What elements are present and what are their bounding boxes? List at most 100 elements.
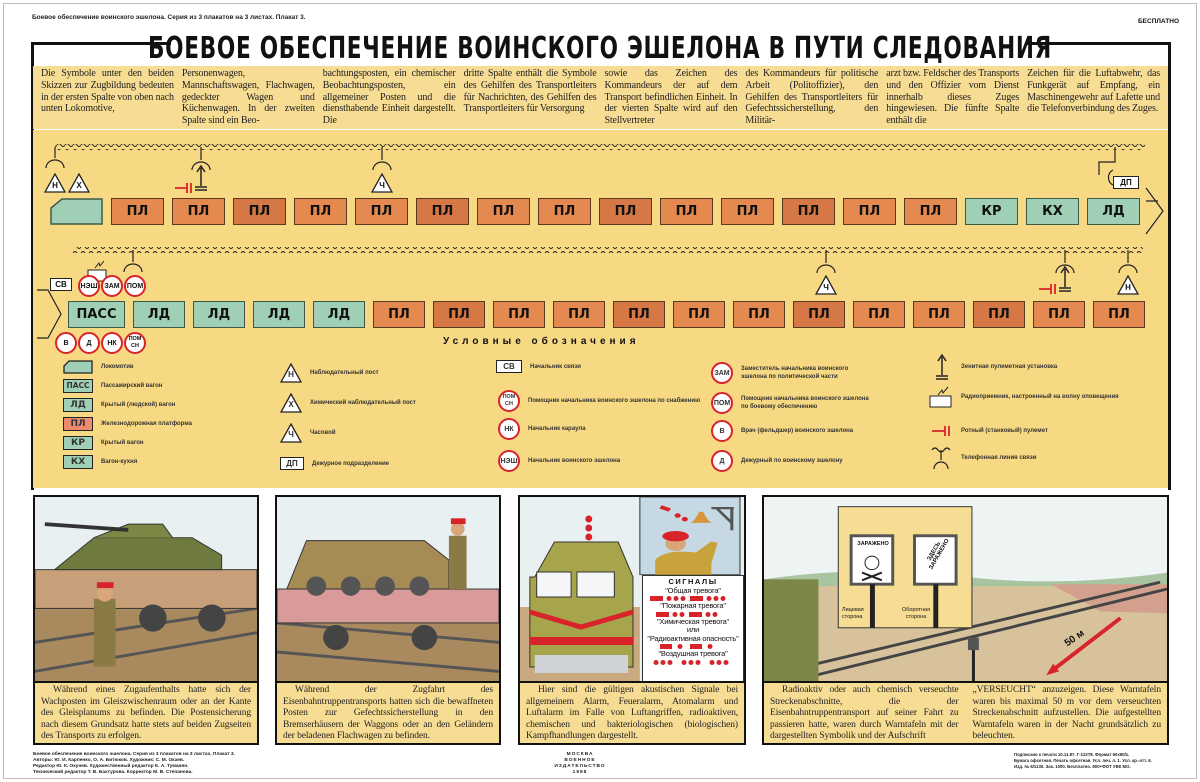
diagram-lines: [37, 144, 1164, 339]
signal-name: "Радиоактивная опасность": [647, 633, 739, 643]
footer-line: ВОЕННОЕ ИЗДАТЕЛЬСТВО: [554, 758, 606, 769]
legend-text: Начальник воинского эшелона: [528, 458, 621, 464]
legend-text: Телефонная линия связи: [961, 455, 1037, 461]
radio-receiver-icon: [929, 386, 952, 408]
footer-line: Боевое обеспечение воинского эшелона. Се…: [33, 752, 235, 757]
legend-item: ПОМ СН Помощник начальника воинского эшел…: [498, 390, 700, 412]
machine-gun-icon: [1039, 284, 1056, 294]
legend-code: ПАСС: [63, 379, 93, 393]
illustration-apc-on-flatcar: [277, 497, 499, 683]
doctor-badge: В: [55, 332, 77, 354]
train-car-platform: ПЛ: [660, 198, 713, 225]
signals-title: СИГНАЛЫ: [668, 577, 718, 586]
intro-column: dritte Spalte enthält die Symbole des Ge…: [463, 68, 597, 115]
guard-chief-badge: НК: [101, 332, 123, 354]
train-car-covered: ЛД: [193, 301, 245, 328]
footer-line: Изд. № 6/1130. Зак. 1000. Бесплатно. 800…: [1014, 764, 1131, 769]
panel-alarm-signals: СИГНАЛЫ "Общая тревога" "Пожарная тревог…: [518, 495, 746, 745]
frame-line-right-vertical: [1168, 42, 1171, 490]
train-car-platform: ПЛ: [1093, 301, 1145, 328]
footer-line: Подписано к печати 10.11.87. Г-12278. Фо…: [1014, 752, 1130, 757]
legend-text: Помощник начальника воинского эшелона по…: [528, 398, 701, 404]
bell-scene: [639, 497, 741, 576]
signals-card: СИГНАЛЫ "Общая тревога" "Пожарная тревог…: [642, 575, 744, 683]
caption-right: „VERSEUCHT“ anzuzeigen. Diese Warntafeln…: [972, 685, 1162, 741]
phone-tap-icon: [1098, 147, 1116, 186]
train-car-covered: КХ: [1026, 198, 1079, 225]
machine-gun-icon: [932, 426, 950, 436]
train-car-platform: ПЛ: [294, 198, 347, 225]
train-car-platform: ПЛ: [599, 198, 652, 225]
phone-line-row2: [73, 247, 1143, 253]
legend-item: Радиоприемник, настроенный на волну опов…: [929, 386, 1119, 408]
legend-code: ЛД: [63, 398, 93, 412]
illustration-locomotive-and-bell: [520, 497, 744, 683]
legend-text: Начальник связи: [530, 363, 581, 370]
label-line: сторона: [905, 614, 927, 620]
legend-text: Начальник караула: [528, 426, 586, 432]
panel-caption: Radioaktiv oder auch chemisch verseuchte…: [764, 681, 1167, 743]
legend-text: Помощник начальника воинского эшелона по…: [741, 396, 869, 410]
panel-caption: Während der Zugfahrt des Eisenbahntruppe…: [277, 681, 499, 743]
legend-text: Врач (фельдшер) воинского эшелона: [741, 428, 854, 434]
frame-line-left-vertical: [31, 42, 34, 490]
train-car-covered: ПАСС: [68, 301, 125, 328]
machine-gun-icon: [175, 183, 192, 193]
signal-name: "Общая тревога": [665, 585, 721, 595]
aa-machine-gun-icon: [936, 354, 948, 380]
intro-column: arzt bzw. Feldscher des Transports und d…: [886, 68, 1020, 127]
series-line: Боевое обеспечение воинского эшелона. Се…: [32, 14, 306, 21]
legend-item: ПАСС Пассажирский вагон: [63, 379, 162, 393]
legend-text: Радиоприемник, настроенный на волну опов…: [961, 394, 1119, 400]
phone-line-row1: [55, 144, 1145, 150]
legend-text: Крытый вагон: [101, 440, 144, 446]
poster-frame: [3, 3, 1197, 779]
train-car-platform: ПЛ: [733, 301, 785, 328]
poster-title: БОЕВОЕ ОБЕСПЕЧЕНИЕ ВОИНСКОГО ЭШЕЛОНА В П…: [147, 31, 1053, 66]
footer-credits: Боевое обеспечение воинского эшелона. Се…: [33, 752, 235, 776]
signal-pattern: [656, 611, 718, 617]
phone-tap-icon: [1118, 250, 1138, 274]
legend-text: Пассажирский вагон: [101, 383, 163, 389]
train-car-platform: ПЛ: [673, 301, 725, 328]
train-car-platform: ПЛ: [416, 198, 469, 225]
signal-pattern: [653, 659, 729, 665]
legend-text: Ротный (станковый) пулемет: [961, 428, 1048, 434]
symbol-label: Ч: [288, 430, 294, 439]
telephone-line-icon: [931, 447, 951, 470]
triangle-icon: Н: [279, 362, 303, 383]
signal-pattern: [650, 596, 726, 601]
footer-publisher: МОСКВА ВОЕННОЕ ИЗДАТЕЛЬСТВО 1988: [540, 752, 620, 776]
train-car-covered: КР: [965, 198, 1018, 225]
phone-tap-icon: [372, 147, 392, 171]
train-car-platform: ПЛ: [913, 301, 965, 328]
train-car-platform: ПЛ: [477, 198, 530, 225]
triangle-icon: Ч: [279, 422, 303, 443]
legend-item: НК Начальник караула: [498, 418, 586, 440]
legend-text: Крытый (людской) вагон: [101, 402, 176, 408]
phone-tap-icon: [123, 250, 143, 273]
train-car-covered: ЛД: [1087, 198, 1140, 225]
train-car-platform: ПЛ: [973, 301, 1025, 328]
train-car-platform: ПЛ: [172, 198, 225, 225]
signal-pattern: [660, 644, 713, 649]
train-car-platform: ПЛ: [721, 198, 774, 225]
panel-guards-during-travel: Während der Zugfahrt des Eisenbahntruppe…: [275, 495, 501, 745]
train-car-locomotive: [50, 198, 103, 225]
label-line: Лицевая: [842, 607, 864, 613]
intro-text: Die Symbole unter den beiden Skizzen zur…: [33, 66, 1168, 129]
intro-column: Personenwagen, Mannschaftswagen, Flachwa…: [181, 68, 315, 127]
panel-sentry-at-stop: Während eines Zugaufenthalts hatte sich …: [33, 495, 259, 745]
legend-code: НК: [498, 418, 520, 440]
legend-code: ПОМ СН: [498, 390, 520, 412]
badge-line: ПОМ: [128, 336, 142, 342]
legend-text: Зенитная пулеметная установка: [961, 364, 1058, 370]
